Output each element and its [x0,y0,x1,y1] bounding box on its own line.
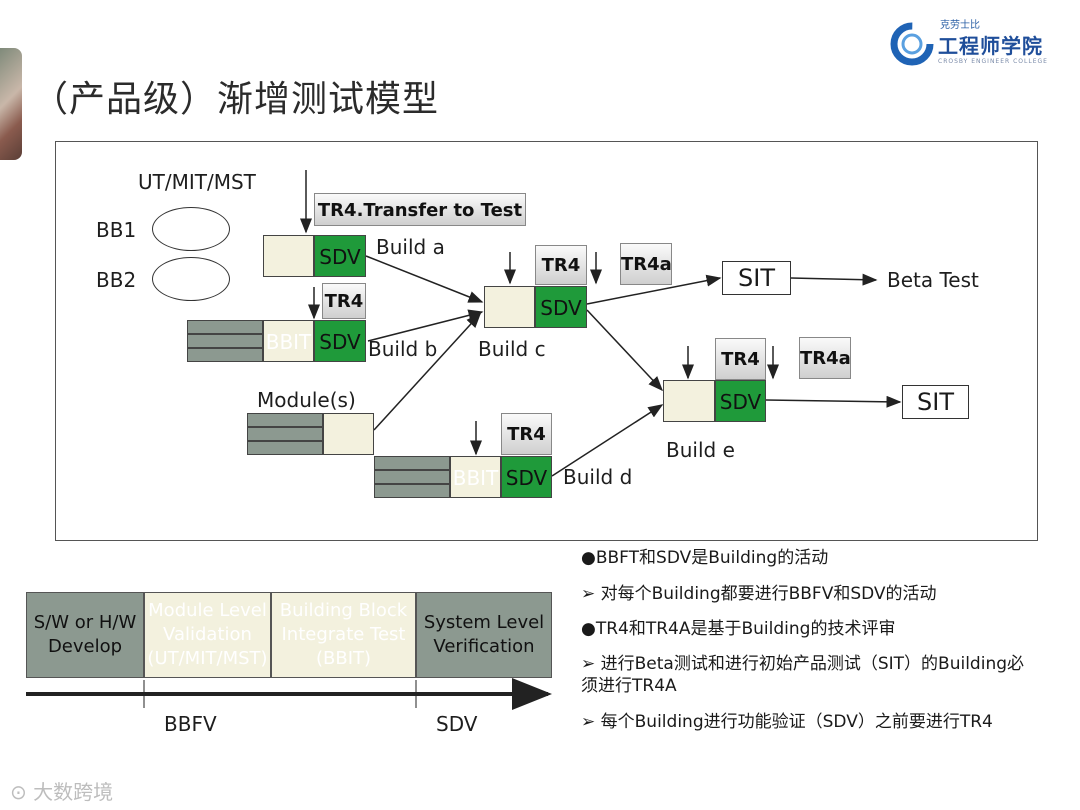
logo-sub-text: CROSBY ENGINEER COLLEGE [938,58,1048,65]
logo-ring-icon [890,22,934,66]
corner-decoration [0,48,22,160]
watermark: ⊙ 大数跨境 [10,776,113,805]
build-a-block [263,235,314,277]
bb2-ellipse [152,257,230,301]
build-b-sdv: SDV [314,320,366,362]
sdv-label: SDV [436,712,478,736]
build-e-tr4a: TR4a [799,337,851,379]
modules-label: Module(s) [257,388,356,412]
watermark-icon: ⊙ [10,780,34,804]
build-e-block [663,380,715,422]
build-c-block [484,286,535,328]
build-c-sdv: SDV [535,286,587,328]
transfer-to-test-badge: TR4.Transfer to Test [314,193,526,226]
build-d-bbit: BBIT [450,456,501,498]
build-c-label: Build c [478,337,546,361]
build-c-tr4: TR4 [535,245,587,285]
note-1: ●BBFT和SDV是Building的活动 [581,548,829,568]
beta-test-label: Beta Test [887,268,979,292]
build-d-label: Build d [563,465,633,489]
bb1-ellipse [152,207,230,251]
modules-stack [247,413,323,455]
build-b-label: Build b [368,337,438,361]
diagram-frame [55,141,1038,541]
build-d-tr4: TR4 [501,413,552,455]
stage-module-validation: Module Level Validation (UT/MIT/MST) [144,592,271,678]
build-d-modules [374,456,450,498]
bb1-label: BB1 [96,218,137,242]
bb2-label: BB2 [96,268,137,292]
build-b-tr4: TR4 [322,283,366,319]
page-title: （产品级）渐增测试模型 [32,79,440,120]
build-a-label: Build a [376,235,445,259]
sit-box-bottom: SIT [902,385,969,419]
stage-bbit: Building Block Integrate Test (BBIT) [271,592,416,678]
note-5: ➢ 每个Building进行功能验证（SDV）之前要进行TR4 [581,712,993,732]
bbfv-label: BBFV [164,712,217,736]
build-e-label: Build e [666,438,735,462]
modules-block [323,413,374,455]
build-b-modules [187,320,263,362]
logo-main-text: 工程师学院 [938,34,1043,58]
note-4: ➢ 进行Beta测试和进行初始产品测试（SIT）的Building必须进行TR4… [581,654,1025,696]
build-d-sdv: SDV [501,456,552,498]
note-2: ➢ 对每个Building都要进行BBFV和SDV的活动 [581,584,937,604]
build-c-tr4a: TR4a [620,243,672,285]
ut-mit-mst-label: UT/MIT/MST [138,170,256,194]
logo-small-text: 克劳士比 [940,20,980,31]
build-e-tr4: TR4 [715,338,766,380]
build-e-sdv: SDV [715,380,766,422]
note-3: ●TR4和TR4A是基于Building的技术评审 [581,619,896,639]
build-a-sdv: SDV [314,235,366,277]
sit-box-top: SIT [722,261,791,295]
build-b-bbit: BBIT [263,320,314,362]
stage-develop: S/W or H/W Develop [26,592,144,678]
logo: 克劳士比 工程师学院 CROSBY ENGINEER COLLEGE [888,14,1048,74]
stage-system-verification: System Level Verification [416,592,552,678]
watermark-text: 大数跨境 [33,780,114,804]
